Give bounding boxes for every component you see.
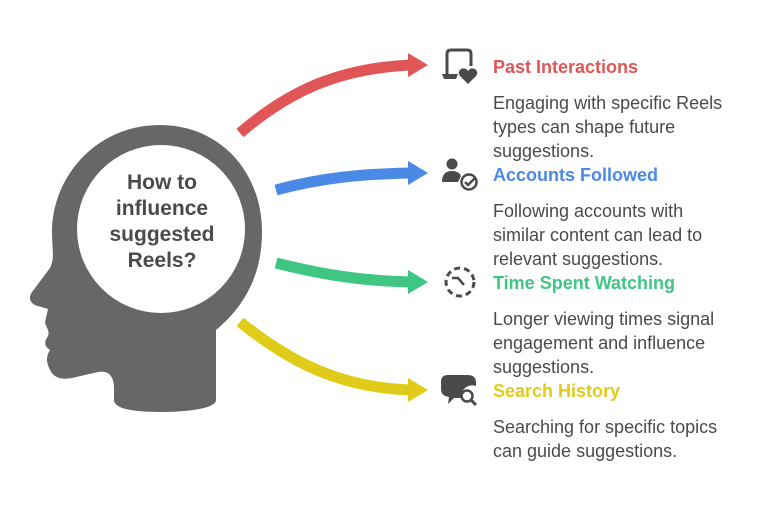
chat-search-icon [441, 375, 478, 407]
desc-line: can guide suggestions. [493, 441, 678, 461]
item-desc-search-history: Searching for specific topics can guide … [493, 415, 763, 463]
arrow-time-spent-watching [274, 257, 413, 288]
head-silhouette [30, 125, 262, 412]
desc-line: Following accounts with [493, 201, 684, 221]
center-question: How to influence suggested Reels? [92, 170, 232, 274]
desc-line: Searching for specific topics [493, 417, 718, 437]
desc-line: engagement and influence [493, 333, 706, 353]
desc-line: suggestions. [493, 357, 595, 377]
center-line: influence [115, 197, 209, 220]
item-title-past-interactions: Past Interactions [493, 57, 639, 77]
desc-line: Longer viewing times signal [493, 309, 715, 329]
arrows-group [236, 53, 428, 402]
item-desc-accounts-followed: Following accounts with similar content … [493, 199, 763, 271]
arrowhead-time-spent-watching [408, 270, 428, 294]
item-title-accounts-followed: Accounts Followed [493, 165, 659, 185]
center-line: How to [127, 171, 197, 194]
desc-line: suggestions. [493, 141, 595, 161]
center-line: Reels? [127, 249, 197, 272]
laptop-heart-icon [442, 48, 478, 84]
item-desc-past-interactions: Engaging with specific Reels types can s… [493, 91, 763, 163]
center-line: suggested [109, 223, 215, 246]
desc-line: Engaging with specific Reels [493, 93, 723, 113]
arrow-search-history [236, 317, 413, 396]
arrow-past-interactions [236, 59, 413, 138]
dashed-clock-icon [444, 266, 476, 298]
item-title-time-spent-watching: Time Spent Watching [493, 273, 676, 293]
head-circle [77, 145, 245, 313]
arrow-accounts-followed [274, 167, 413, 196]
user-check-icon [442, 158, 478, 191]
arrowhead-past-interactions [408, 53, 428, 77]
desc-line: similar content can lead to [493, 225, 703, 245]
item-title-search-history: Search History [493, 381, 621, 401]
arrowhead-search-history [408, 378, 428, 402]
desc-line: types can shape future [493, 117, 676, 137]
desc-line: relevant suggestions. [493, 249, 664, 269]
arrowhead-accounts-followed [408, 161, 428, 185]
item-desc-time-spent-watching: Longer viewing times signal engagement a… [493, 307, 763, 379]
